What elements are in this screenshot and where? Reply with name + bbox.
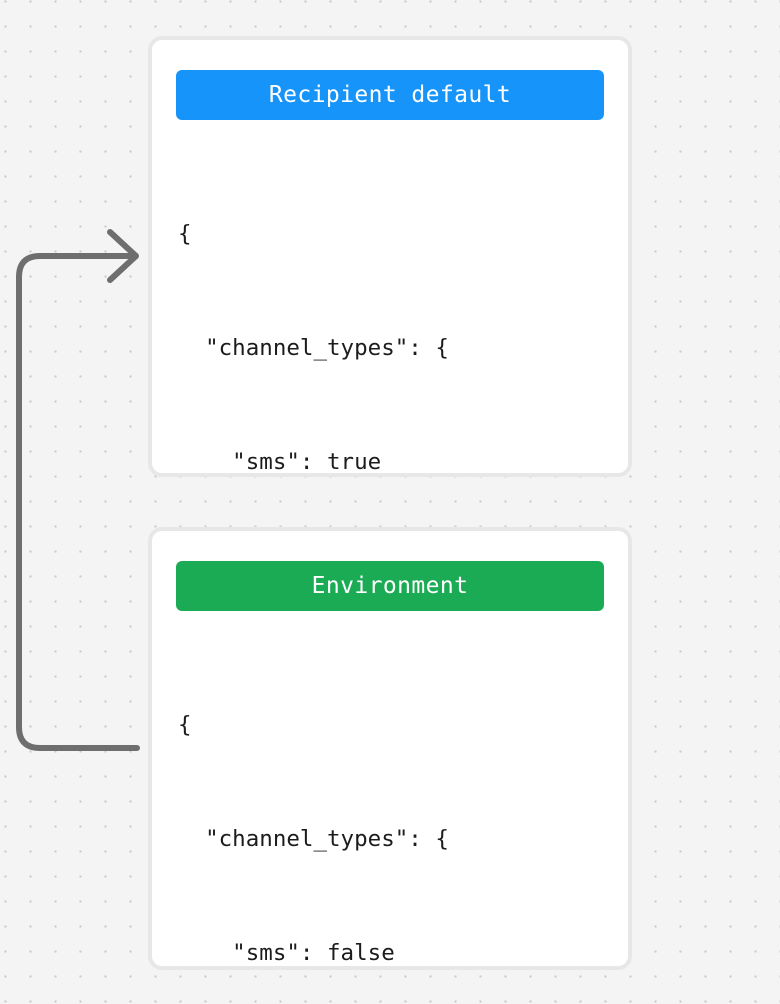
json-line: {: [178, 221, 192, 247]
badge-recipient-default: Recipient default: [176, 70, 604, 120]
badge-environment: Environment: [176, 561, 604, 611]
json-line: "sms": true: [178, 449, 382, 475]
json-line: "channel_types": {: [178, 335, 449, 361]
arrow-head-icon: [107, 229, 139, 283]
json-line: "channel_types": {: [178, 826, 449, 852]
card-recipient-default[interactable]: Recipient default { "channel_types": { "…: [148, 36, 632, 931]
card-environment[interactable]: Environment { "channel_types": { "sms": …: [148, 527, 632, 970]
json-body-environment: { "channel_types": { "sms": false }, "ca…: [176, 630, 604, 1004]
json-line: {: [178, 712, 192, 738]
arrow-path: [16, 253, 140, 751]
json-line: "sms": false: [178, 940, 395, 966]
